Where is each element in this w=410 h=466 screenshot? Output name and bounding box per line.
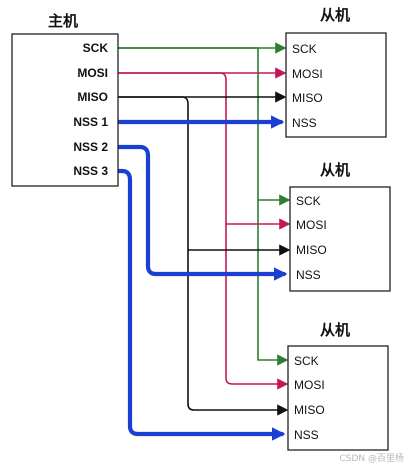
slave-1-title: 从机: [320, 6, 350, 24]
slave-1-pin-nss: NSS: [292, 116, 317, 130]
watermark-text: CSDN @百里杨: [339, 452, 404, 464]
master-pin-nss3: NSS 3: [73, 164, 108, 178]
slave-3-pin-miso: MISO: [294, 403, 325, 417]
nss2-wire: [115, 144, 288, 281]
master-pin-sck: SCK: [83, 41, 109, 55]
slave-3-box: [287, 345, 389, 451]
slave-3-pin-mosi: MOSI: [294, 378, 325, 392]
sck-wire-slave-3: [257, 199, 289, 366]
nss3-wire: [115, 168, 286, 441]
slave-block-3: 从机 SCK MOSI MISO NSS: [287, 321, 389, 451]
slave-2-pin-sck: SCK: [296, 194, 321, 208]
slave-1-box: [285, 32, 387, 138]
miso-wire-slave-2: [117, 96, 291, 256]
slave-block-1: 从机 SCK MOSI MISO NSS: [285, 6, 387, 138]
slave-2-pin-nss: NSS: [296, 268, 321, 282]
master-pin-mosi: MOSI: [77, 66, 108, 80]
master-title: 主机: [48, 12, 78, 30]
mosi-wire-slave-3: [225, 223, 289, 390]
slave-1-pin-sck: SCK: [292, 42, 317, 56]
master-pin-nss2: NSS 2: [73, 140, 108, 154]
slave-3-title: 从机: [320, 321, 350, 339]
miso-wire-slave-3: [187, 249, 289, 416]
master-box: [11, 33, 119, 187]
slave-2-box: [289, 186, 391, 292]
master-pin-miso: MISO: [77, 90, 108, 104]
slave-2-pin-miso: MISO: [296, 243, 327, 257]
master-block: 主机 SCK MOSI MISO NSS 1 NSS 2 NSS 3: [11, 12, 119, 187]
slave-3-pin-nss: NSS: [294, 428, 319, 442]
mosi-wire-slave-2: [117, 72, 291, 230]
slave-block-2: 从机 SCK MOSI MISO NSS: [289, 161, 391, 292]
slave-2-pin-mosi: MOSI: [296, 218, 327, 232]
slave-1-pin-mosi: MOSI: [292, 67, 323, 81]
slave-3-pin-sck: SCK: [294, 354, 319, 368]
master-pin-nss1: NSS 1: [73, 115, 108, 129]
slave-1-pin-miso: MISO: [292, 91, 323, 105]
slave-2-title: 从机: [320, 161, 350, 179]
